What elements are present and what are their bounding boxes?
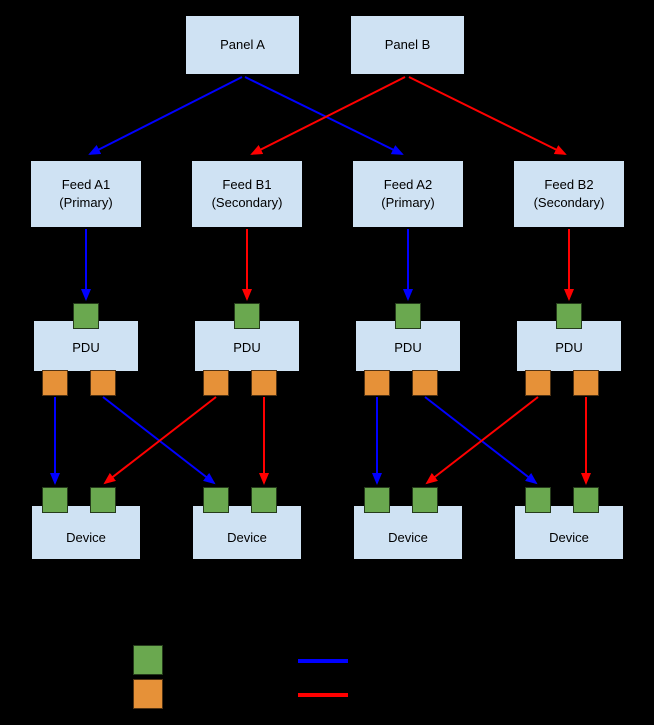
pdu-2-output-port-right <box>251 370 277 396</box>
pdu-4-output-port-left <box>525 370 551 396</box>
feed-a2-role: (Primary) <box>381 195 435 210</box>
feed-b1-box: Feed B1 (Secondary) <box>191 160 303 228</box>
device-4-label: Device <box>549 529 589 545</box>
feed-b2-box: Feed B2 (Secondary) <box>513 160 625 228</box>
pdu-1-input-port <box>73 303 99 329</box>
panel-b-box: Panel B <box>350 15 465 75</box>
device-2-label: Device <box>227 529 267 545</box>
arrow-panel-a-to-feed-a1 <box>88 76 243 155</box>
pdu-4-output-port-right <box>573 370 599 396</box>
arrow-pdu-4-left-to-device-3-right <box>425 396 539 485</box>
arrow-pdu-2-left-to-device-1-right <box>103 396 217 485</box>
arrow-pdu-1-right-to-device-2-left <box>102 396 216 485</box>
device-4-input-port-right <box>573 487 599 513</box>
panel-a-box: Panel A <box>185 15 300 75</box>
pdu-3-input-port <box>395 303 421 329</box>
feed-b1-role: (Secondary) <box>211 195 283 210</box>
device-1-label: Device <box>66 529 106 545</box>
pdu-4-box: PDU <box>516 320 622 372</box>
arrow-pdu-3-right-to-device-4-left <box>424 396 538 485</box>
device-1-input-port-right <box>90 487 116 513</box>
device-2-input-port-left <box>203 487 229 513</box>
pdu-2-box: PDU <box>194 320 300 372</box>
feed-a1-role: (Primary) <box>59 195 113 210</box>
feed-a2-name: Feed A2 <box>383 176 433 192</box>
pdu-3-output-port-left <box>364 370 390 396</box>
arrow-panel-a-to-feed-a2 <box>244 76 404 155</box>
feed-b2-name: Feed B2 <box>544 176 594 192</box>
panel-a-label: Panel A <box>220 36 265 52</box>
device-2-box: Device <box>192 505 302 560</box>
feed-b2-role: (Secondary) <box>533 195 605 210</box>
pdu-3-label: PDU <box>394 339 422 355</box>
device-3-label: Device <box>388 529 428 545</box>
feed-a2-box: Feed A2 (Primary) <box>352 160 464 228</box>
panel-b-label: Panel B <box>384 36 431 52</box>
device-3-input-port-right <box>412 487 438 513</box>
device-3-input-port-left <box>364 487 390 513</box>
pdu-2-label: PDU <box>233 339 261 355</box>
legend-input-port-swatch <box>133 645 163 675</box>
arrow-panel-b-to-feed-b1 <box>250 76 406 155</box>
feed-a1-name: Feed A1 <box>61 176 111 192</box>
device-2-input-port-right <box>251 487 277 513</box>
pdu-4-input-port <box>556 303 582 329</box>
feed-a1-box: Feed A1 (Primary) <box>30 160 142 228</box>
pdu-2-input-port <box>234 303 260 329</box>
pdu-3-output-port-right <box>412 370 438 396</box>
device-4-box: Device <box>514 505 624 560</box>
arrow-panel-b-to-feed-b2 <box>408 76 567 155</box>
device-1-box: Device <box>31 505 141 560</box>
pdu-4-label: PDU <box>555 339 583 355</box>
pdu-2-output-port-left <box>203 370 229 396</box>
pdu-1-output-port-right <box>90 370 116 396</box>
legend-output-port-swatch <box>133 679 163 709</box>
pdu-1-output-port-left <box>42 370 68 396</box>
pdu-1-label: PDU <box>72 339 100 355</box>
feed-b1-name: Feed B1 <box>222 176 272 192</box>
device-4-input-port-left <box>525 487 551 513</box>
device-1-input-port-left <box>42 487 68 513</box>
device-3-box: Device <box>353 505 463 560</box>
